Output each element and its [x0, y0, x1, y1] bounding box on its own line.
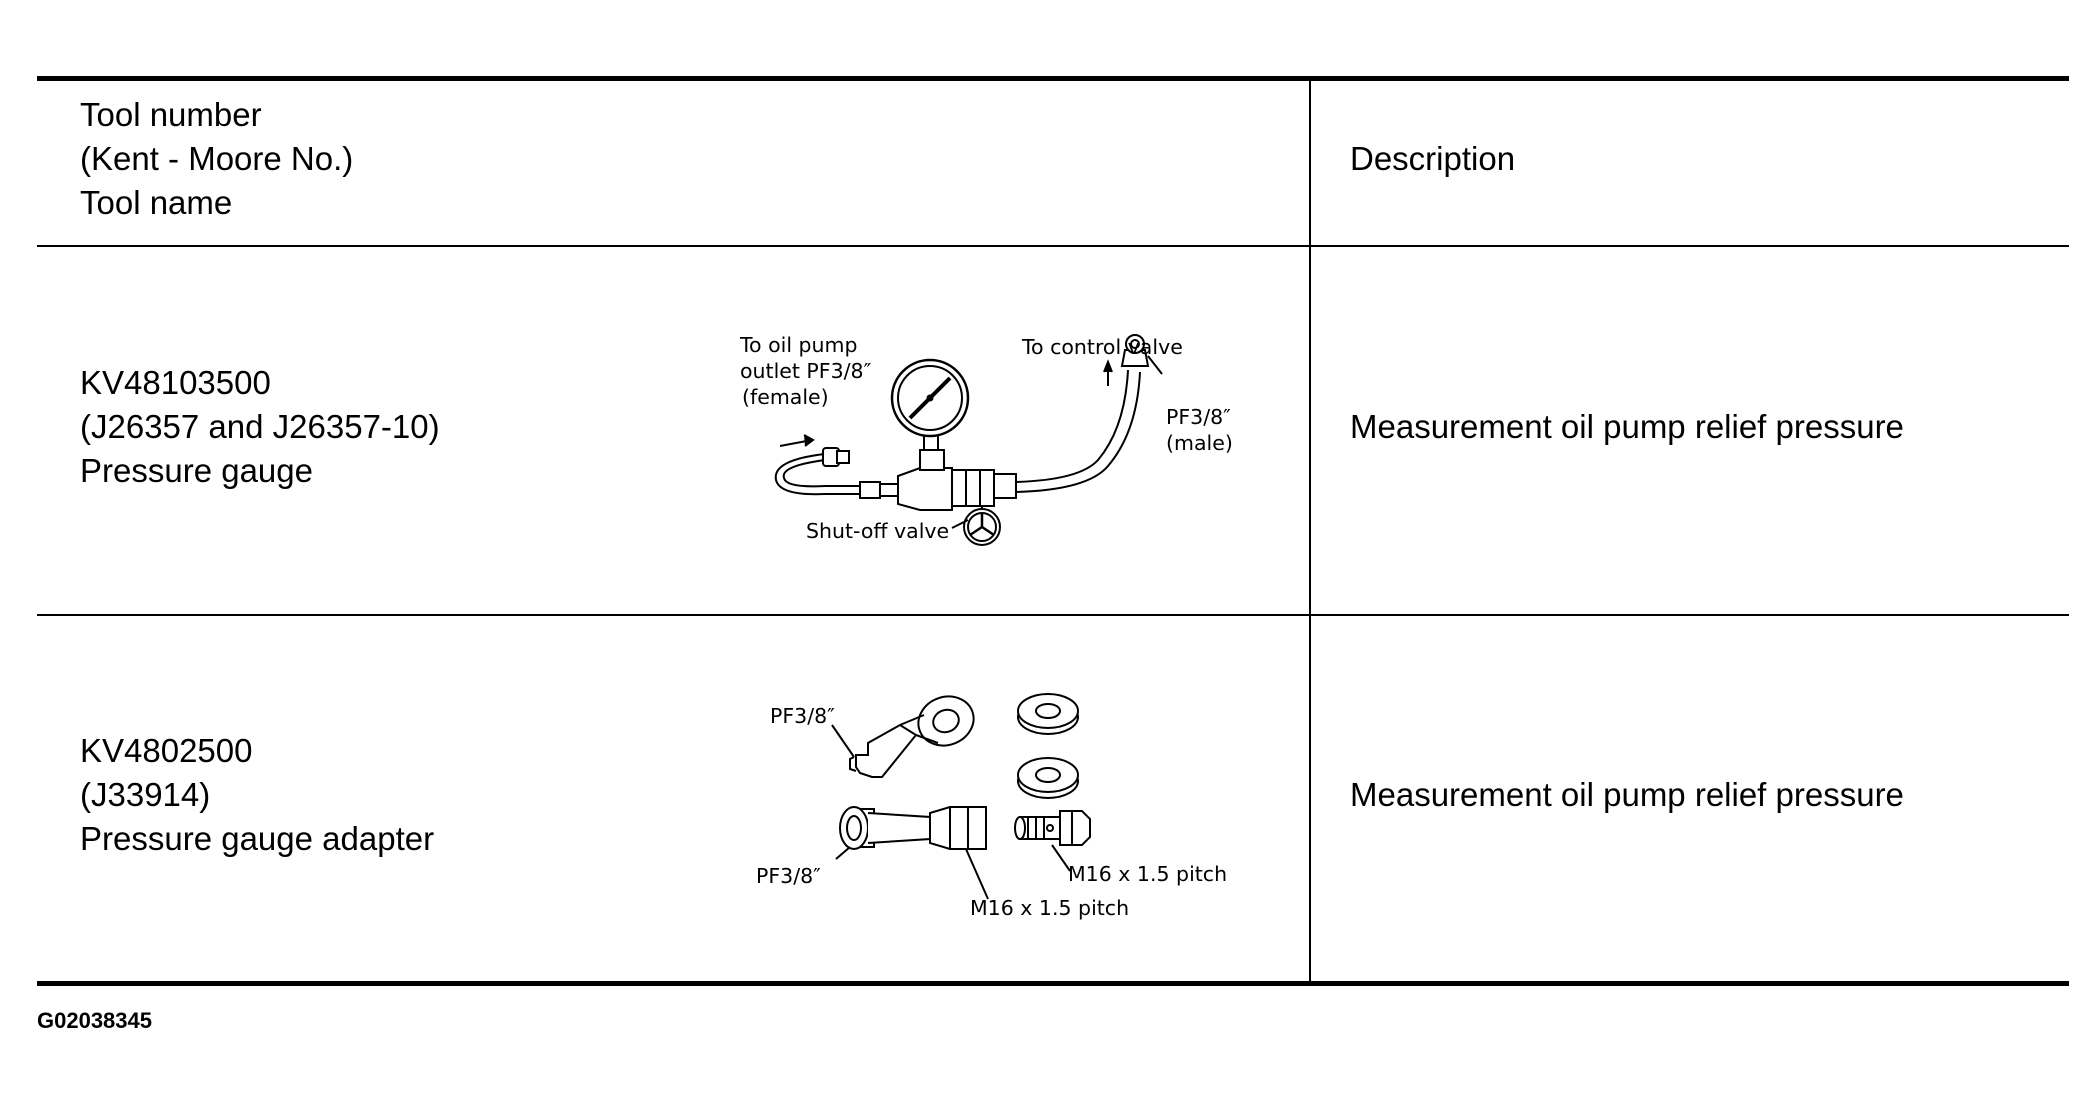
fig-label-oil-pump-2: outlet PF3/8″ — [740, 359, 872, 383]
row-1-description: Measurement oil pump relief pressure — [1350, 408, 1904, 445]
fig-label-control-valve: To control valve — [1021, 335, 1183, 359]
row-2-description: Measurement oil pump relief pressure — [1350, 776, 1904, 813]
pressure-gauge-illustration: To oil pump outlet PF3/8″ (female) To co… — [720, 320, 1260, 560]
tool-number: KV48103500 — [80, 364, 271, 401]
table-top-rule — [37, 76, 2069, 81]
tool-name: Pressure gauge — [80, 452, 313, 489]
row-divider — [37, 614, 2069, 616]
pressure-gauge-adapter-illustration: PF3/8″ PF3/8″ M16 x 1.5 pitch M16 x 1.5 … — [750, 685, 1250, 925]
header-tool-name: Tool name — [80, 184, 233, 221]
header-tool-number: Tool number — [80, 96, 262, 133]
figure-code: G02038345 — [37, 1008, 152, 1033]
kent-moore-number: (J33914) — [80, 776, 211, 813]
table-bottom-rule — [37, 981, 2069, 986]
kent-moore-number: (J26357 and J26357-10) — [80, 408, 440, 445]
header-kent-moore: (Kent - Moore No.) — [80, 140, 354, 177]
fig-label-pf-bottom: PF3/8″ — [756, 864, 821, 888]
column-divider — [1309, 79, 1311, 984]
fig-label-shutoff-valve: Shut-off valve — [806, 519, 949, 543]
fig-label-oil-pump-1: To oil pump — [739, 333, 858, 357]
tool-number: KV4802500 — [80, 732, 253, 769]
fig-label-male-2: (male) — [1166, 431, 1233, 455]
fig-label-pf-top: PF3/8″ — [770, 704, 835, 728]
fig-label-oil-pump-3: (female) — [742, 385, 829, 409]
row-2-tool-info: KV4802500 (J33914) Pressure gauge adapte… — [80, 729, 434, 861]
fig-label-pitch-bottom: M16 x 1.5 pitch — [970, 896, 1129, 920]
header-tool-column: Tool number (Kent - Moore No.) Tool name — [80, 93, 353, 225]
tool-name: Pressure gauge adapter — [80, 820, 435, 857]
header-description: Description — [1350, 140, 1516, 177]
row-1-tool-info: KV48103500 (J26357 and J26357-10) Pressu… — [80, 361, 440, 493]
fig-label-pitch-right: M16 x 1.5 pitch — [1068, 862, 1227, 886]
fig-label-male-1: PF3/8″ — [1166, 405, 1231, 429]
header-divider — [37, 245, 2069, 247]
